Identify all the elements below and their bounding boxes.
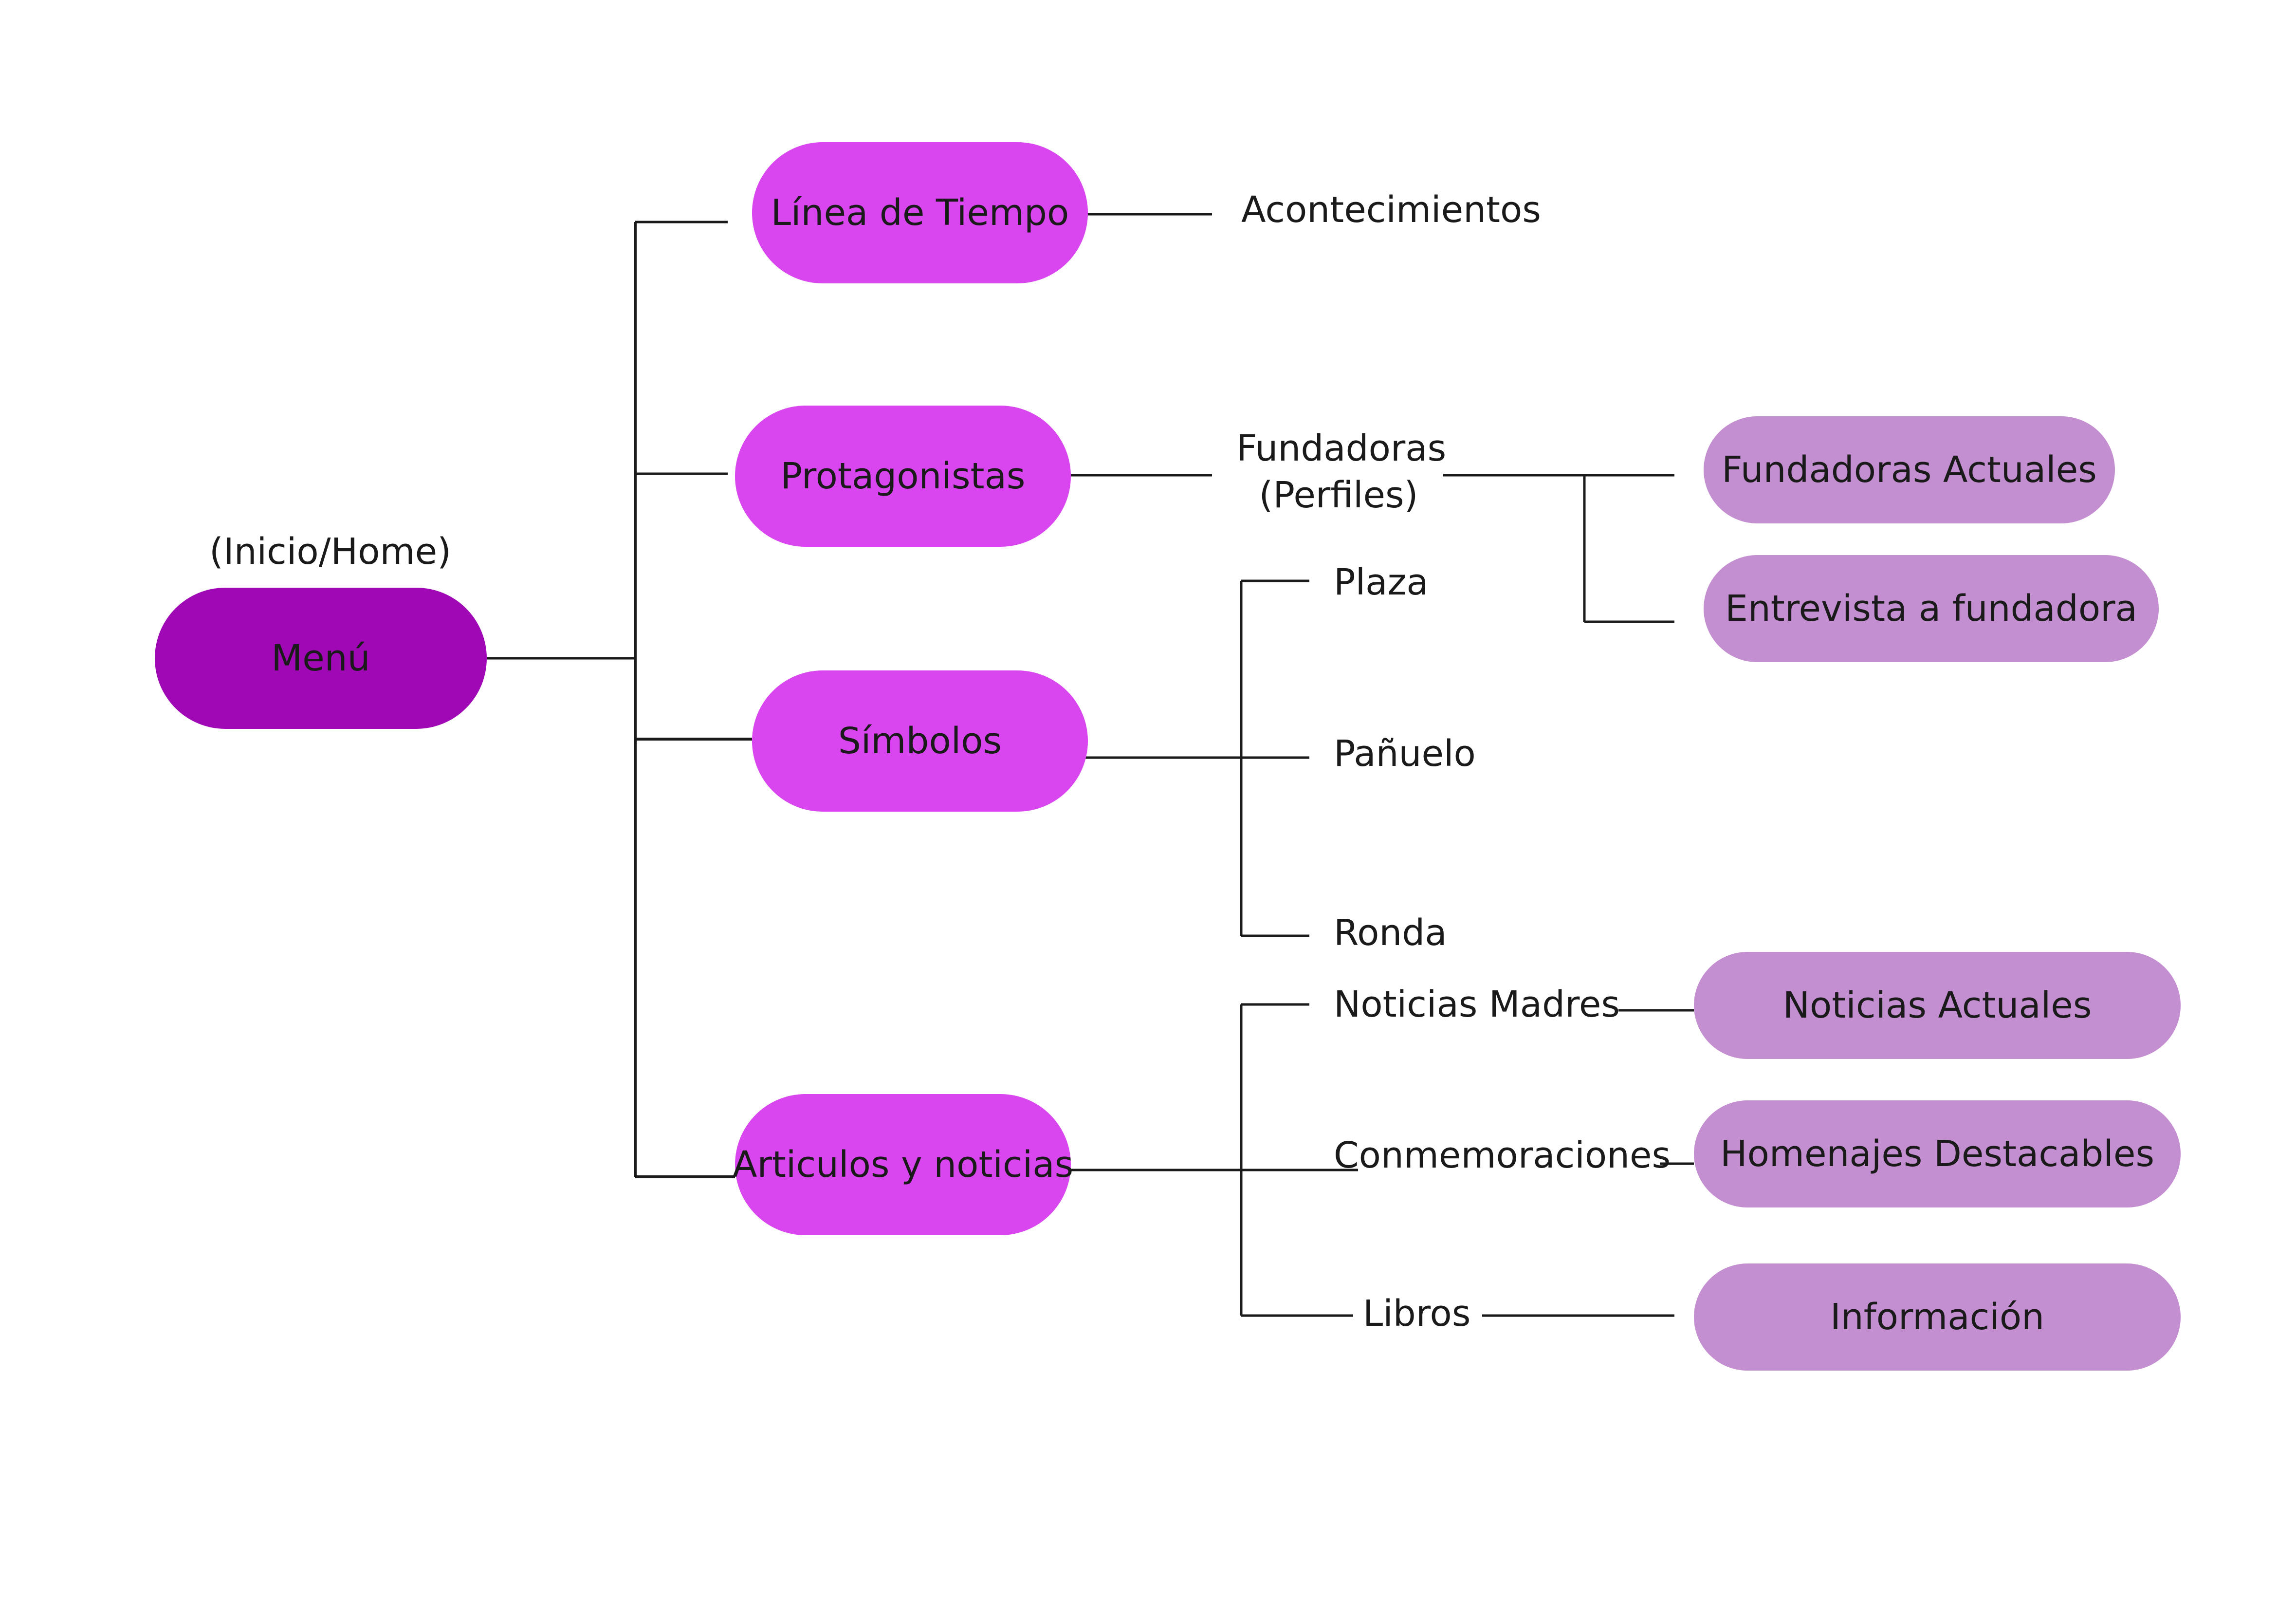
- node-homenajes-destacables[interactable]: Homenajes Destacables: [1694, 1100, 2181, 1207]
- node-simbolos[interactable]: Símbolos: [752, 670, 1088, 812]
- node-articulos-y-noticias[interactable]: Articulos y noticias: [733, 1094, 1073, 1235]
- node-libros[interactable]: Libros: [1363, 1293, 1471, 1335]
- node-plaza[interactable]: Plaza: [1334, 561, 1429, 603]
- node-conmemoraciones[interactable]: Conmemoraciones: [1334, 1134, 1671, 1176]
- node-fundadoras-actuales[interactable]: Fundadoras Actuales: [1704, 416, 2115, 523]
- node-protagonistas[interactable]: Protagonistas: [735, 406, 1071, 547]
- node-entrevista-a-fundadora[interactable]: Entrevista a fundadora: [1704, 555, 2159, 662]
- node-ronda[interactable]: Ronda: [1334, 912, 1447, 954]
- root-caption: (Inicio/Home): [209, 531, 452, 573]
- node-linea-de-tiempo[interactable]: Línea de Tiempo: [752, 142, 1088, 283]
- node-fundadoras-perfiles[interactable]: Fundadoras (Perfiles): [1236, 427, 1447, 517]
- menu-node[interactable]: Menú: [155, 588, 487, 729]
- node-panuelo[interactable]: Pañuelo: [1334, 733, 1476, 775]
- node-noticias-actuales[interactable]: Noticias Actuales: [1694, 952, 2181, 1059]
- node-informacion[interactable]: Información: [1694, 1263, 2181, 1371]
- node-acontecimientos[interactable]: Acontecimientos: [1241, 189, 1541, 231]
- node-noticias-madres[interactable]: Noticias Madres: [1334, 984, 1620, 1025]
